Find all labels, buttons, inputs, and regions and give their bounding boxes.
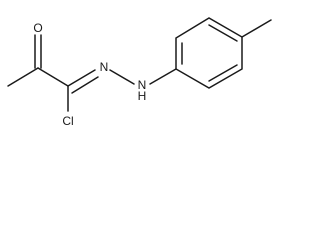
- hydrogen-label: H: [138, 89, 147, 103]
- bond-aryl-methyl: [241, 19, 272, 38]
- bond-nitrogen-aryl: [149, 68, 177, 85]
- nitrogen-label-1: N: [100, 60, 109, 74]
- bond-methyl-carbonyl: [7, 67, 39, 87]
- bond-carbon-nitrogen-double-b: [71, 76, 99, 94]
- oxygen-label: O: [33, 21, 42, 35]
- chlorine-label: Cl: [62, 114, 73, 128]
- nitrogen-label-2: N: [138, 78, 147, 92]
- bond-carbon-nitrogen-double-a: [67, 69, 96, 87]
- bond-carbonyl-hydrazonoyl: [37, 67, 69, 87]
- bond-nitrogen-nitrogen: [109, 69, 135, 85]
- chemical-structure-diagram: O Cl N N H: [7, 17, 272, 128]
- aromatic-inner-bond-top: [208, 24, 238, 42]
- benzene-ring: [175, 17, 243, 89]
- aromatic-inner-bond-bottom: [208, 64, 238, 82]
